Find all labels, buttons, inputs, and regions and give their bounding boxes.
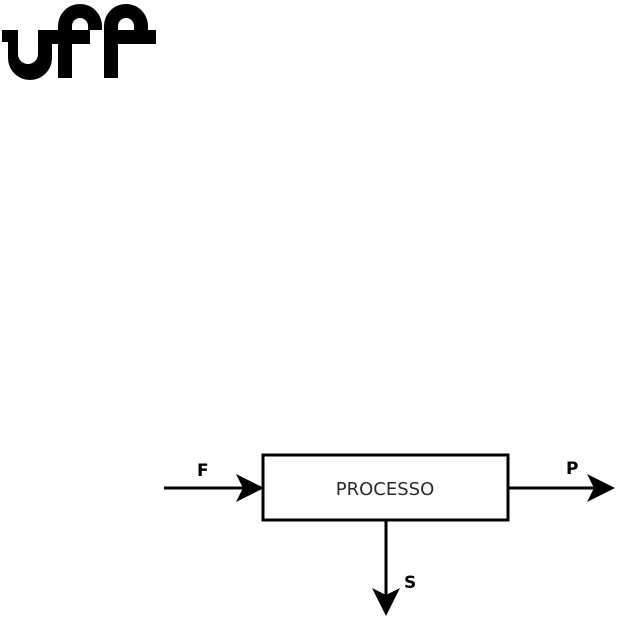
side-stream-label: S bbox=[404, 573, 416, 593]
product-stream-label: P bbox=[566, 459, 578, 479]
feed-stream-label: F bbox=[197, 461, 209, 481]
process-box-label: PROCESSO bbox=[336, 479, 435, 500]
product-stream bbox=[508, 474, 615, 502]
side-stream bbox=[372, 520, 400, 616]
feed-stream bbox=[164, 474, 264, 502]
